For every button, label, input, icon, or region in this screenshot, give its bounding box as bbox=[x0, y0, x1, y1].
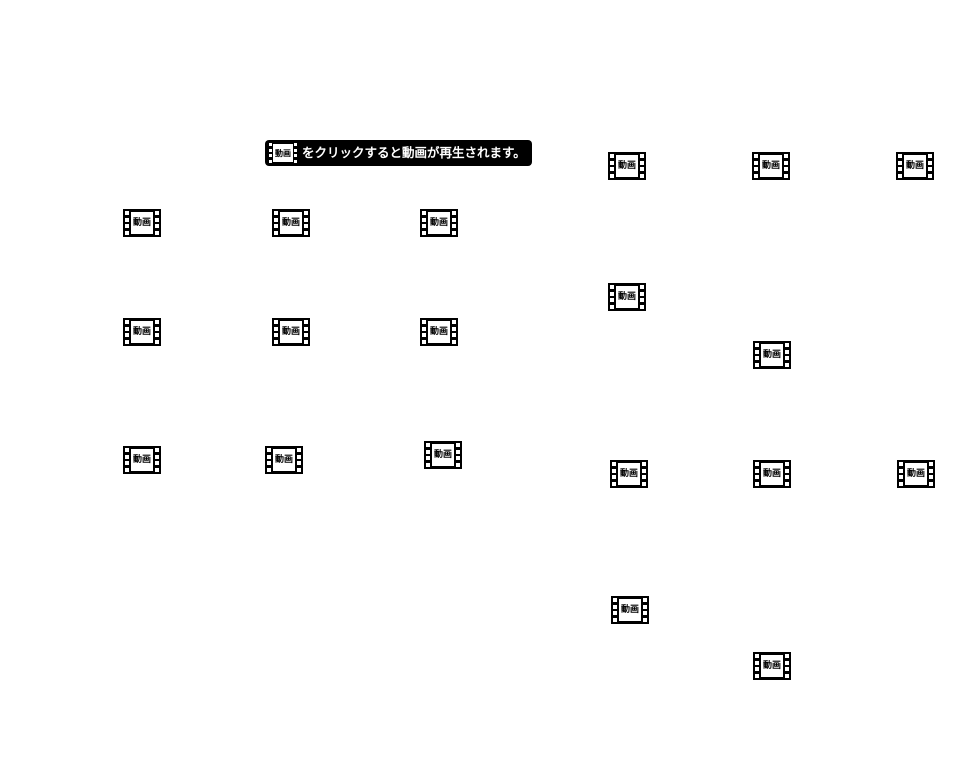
right-video-play-icon[interactable]: 動画 bbox=[753, 652, 791, 680]
icon-label: 動画 bbox=[274, 455, 293, 465]
right-video-play-icon[interactable]: 動画 bbox=[753, 341, 791, 369]
icon-label: 動画 bbox=[762, 661, 781, 671]
icon-label: 動画 bbox=[433, 450, 452, 460]
icon-label: 動画 bbox=[762, 350, 781, 360]
icon-label: 動画 bbox=[275, 147, 291, 158]
icon-label: 動画 bbox=[429, 327, 448, 337]
icon-label: 動画 bbox=[761, 161, 780, 171]
left-video-play-icon[interactable]: 動画 bbox=[123, 446, 161, 474]
left-video-play-icon[interactable]: 動画 bbox=[424, 441, 462, 469]
left-video-play-icon[interactable]: 動画 bbox=[123, 209, 161, 237]
right-video-play-icon[interactable]: 動画 bbox=[611, 596, 649, 624]
icon-label: 動画 bbox=[132, 218, 151, 228]
icon-label: 動画 bbox=[619, 469, 638, 479]
icon-label: 動画 bbox=[281, 218, 300, 228]
icon-label: 動画 bbox=[132, 327, 151, 337]
left-video-play-icon[interactable]: 動画 bbox=[123, 318, 161, 346]
left-video-play-icon[interactable]: 動画 bbox=[272, 318, 310, 346]
icon-label: 動画 bbox=[620, 605, 639, 615]
right-video-play-icon[interactable]: 動画 bbox=[608, 152, 646, 180]
left-video-play-icon[interactable]: 動画 bbox=[272, 209, 310, 237]
icon-label: 動画 bbox=[617, 161, 636, 171]
right-video-play-icon[interactable]: 動画 bbox=[897, 460, 935, 488]
video-film-icon: 動画 bbox=[268, 142, 298, 164]
instruction-banner: 動画 をクリックすると動画が再生されます。 bbox=[265, 140, 532, 166]
icon-label: 動画 bbox=[905, 161, 924, 171]
icon-label: 動画 bbox=[617, 292, 636, 302]
icon-label: 動画 bbox=[281, 327, 300, 337]
right-video-play-icon[interactable]: 動画 bbox=[896, 152, 934, 180]
right-video-play-icon[interactable]: 動画 bbox=[608, 283, 646, 311]
left-video-play-icon[interactable]: 動画 bbox=[420, 209, 458, 237]
icon-label: 動画 bbox=[132, 455, 151, 465]
icon-label: 動画 bbox=[429, 218, 448, 228]
right-video-play-icon[interactable]: 動画 bbox=[752, 152, 790, 180]
right-video-play-icon[interactable]: 動画 bbox=[610, 460, 648, 488]
right-video-play-icon[interactable]: 動画 bbox=[753, 460, 791, 488]
left-video-play-icon[interactable]: 動画 bbox=[420, 318, 458, 346]
instruction-text: をクリックすると動画が再生されます。 bbox=[302, 145, 526, 160]
left-video-play-icon[interactable]: 動画 bbox=[265, 446, 303, 474]
icon-label: 動画 bbox=[906, 469, 925, 479]
icon-label: 動画 bbox=[762, 469, 781, 479]
